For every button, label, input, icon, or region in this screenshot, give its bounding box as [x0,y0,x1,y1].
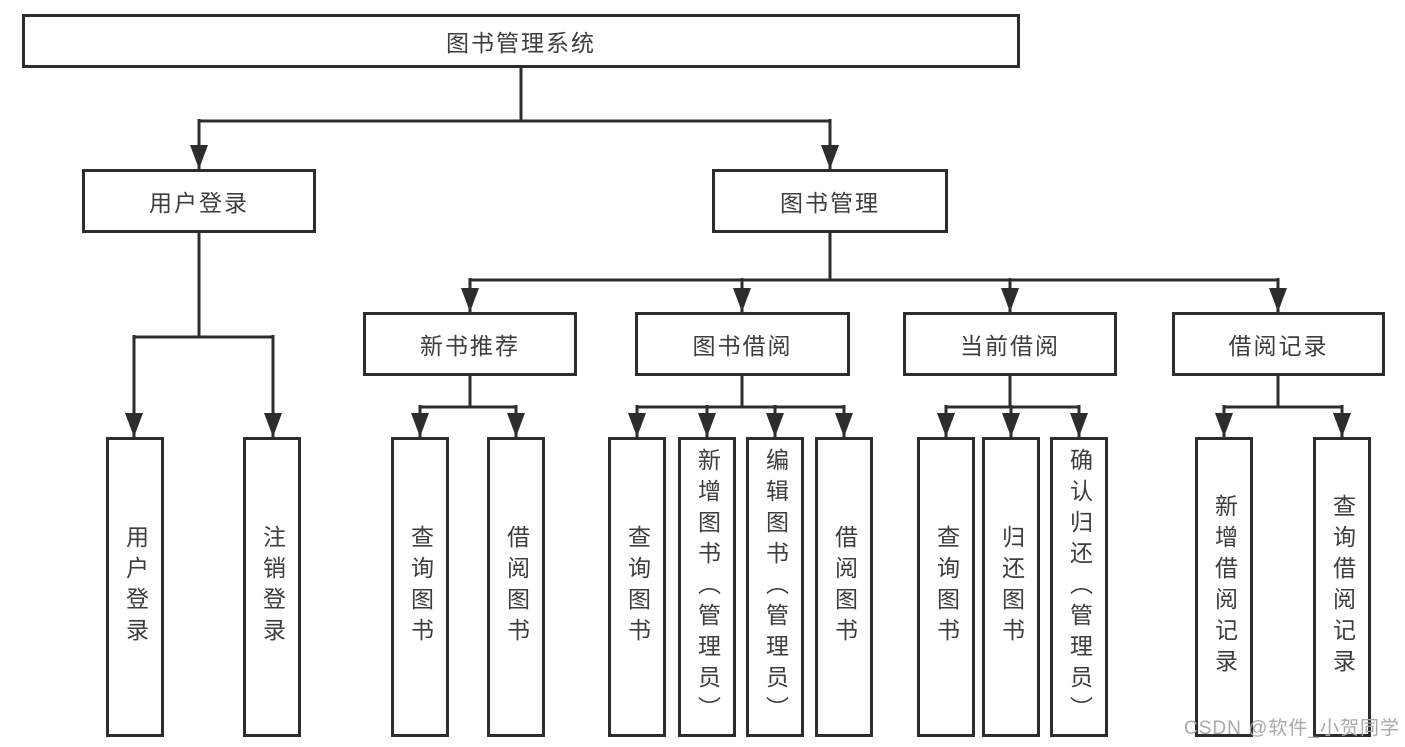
leaf-query-borrow-record: 查询借阅记录 [1313,437,1371,737]
node-label: 图书管理系统 [446,30,596,56]
leaf-label: 确认归还（管理员） [1066,447,1093,727]
csdn-watermark: CSDN @软件_小贺同学 [1184,718,1400,739]
node-label: 图书借阅 [692,333,793,359]
node-borrowing-records: 借阅记录 [1172,312,1385,376]
leaf-label: 编辑图书（管理员） [762,447,789,727]
leaf-borrow-book: 借阅图书 [815,437,873,737]
node-label: 用户登录 [149,190,249,216]
leaf-label: 借阅图书 [503,525,530,649]
node-new-book-recommendation: 新书推荐 [363,312,577,376]
leaf-add-borrow-record: 新增借阅记录 [1195,437,1253,737]
leaf-add-book-admin: 新增图书（管理员） [678,437,736,737]
node-label: 新书推荐 [420,333,520,359]
leaf-logout: 注销登录 [243,437,301,737]
leaf-label: 借阅图书 [831,525,858,649]
leaf-label: 查询借阅记录 [1329,494,1356,680]
leaf-query-book-current: 查询图书 [917,437,975,737]
leaf-label: 新增借阅记录 [1211,494,1238,680]
leaf-query-book-borrowing: 查询图书 [608,437,666,737]
leaf-return-book: 归还图书 [982,437,1040,737]
leaf-label: 注销登录 [259,525,286,649]
node-label: 借阅记录 [1228,333,1329,359]
leaf-label: 新增图书（管理员） [694,447,721,727]
leaf-edit-book-admin: 编辑图书（管理员） [746,437,804,737]
leaf-label: 查询图书 [407,525,434,649]
node-user-login: 用户登录 [82,169,316,233]
leaf-label: 归还图书 [998,525,1025,649]
node-library-management-system: 图书管理系统 [22,14,1020,68]
node-label: 当前借阅 [960,333,1060,359]
node-current-borrowing: 当前借阅 [903,312,1117,376]
node-book-management: 图书管理 [712,169,948,233]
leaf-borrow-book-recommend: 借阅图书 [487,437,545,737]
leaf-query-book-recommend: 查询图书 [391,437,449,737]
node-label: 图书管理 [780,190,880,216]
node-book-borrowing: 图书借阅 [635,312,850,376]
leaf-label: 用户登录 [122,525,149,649]
leaf-label: 查询图书 [933,525,960,649]
leaf-label: 查询图书 [624,525,651,649]
leaf-user-login: 用户登录 [106,437,164,737]
leaf-confirm-return-admin: 确认归还（管理员） [1050,437,1108,737]
